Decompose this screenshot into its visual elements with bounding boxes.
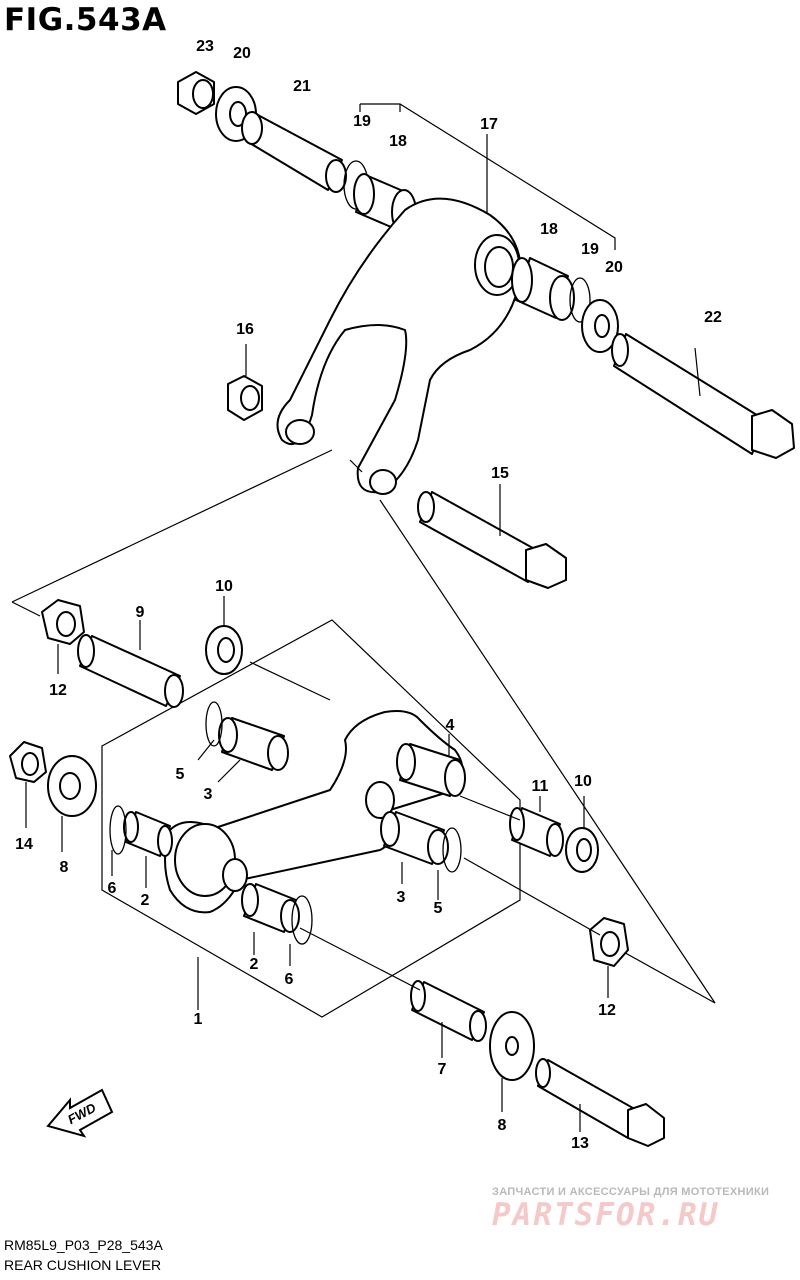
- cushion-lever-group: [9, 596, 665, 1147]
- needle-bearing-2-left: [123, 811, 173, 857]
- callout-2: 2: [141, 892, 150, 909]
- watermark-tagline: ЗАПЧАСТИ И АКСЕССУАРЫ ДЛЯ МОТОТЕХНИКИ: [492, 1186, 770, 1198]
- callout-17: 17: [480, 116, 498, 133]
- flange-nut-16: [227, 375, 263, 421]
- callout-7: 7: [438, 1061, 447, 1078]
- callout-11: 11: [532, 778, 549, 795]
- callout-18: 18: [389, 133, 407, 150]
- flange-nut-12-left: [41, 599, 85, 645]
- callout-10: 10: [215, 578, 233, 595]
- callout-20-b: 20: [605, 259, 623, 276]
- flange-nut-14: [9, 741, 47, 783]
- callout-9: 9: [136, 604, 145, 621]
- callout-8: 8: [60, 859, 69, 876]
- flange-nut-12-right: [589, 917, 629, 967]
- model-code: RM85L9_P03_P28_543A: [4, 1237, 163, 1253]
- circlip-5-lower: [442, 827, 462, 873]
- needle-bearing-4: [396, 743, 466, 797]
- needle-bearing-3-upper: [218, 717, 289, 771]
- bolt-13: [535, 1058, 665, 1147]
- callout-20: 20: [233, 45, 251, 62]
- callout-2-b: 2: [250, 956, 259, 973]
- needle-bearing-2-right: [241, 883, 300, 933]
- spacer-11: [509, 807, 564, 857]
- callout-1: 1: [194, 1011, 203, 1028]
- callout-10-b: 10: [574, 773, 592, 790]
- callout-23: 23: [196, 38, 214, 55]
- callout-19: 19: [353, 113, 371, 130]
- spacer-9: [77, 634, 184, 708]
- callout-6: 6: [108, 880, 117, 897]
- diagram-name: REAR CUSHION LEVER: [4, 1257, 162, 1273]
- needle-bearing-3-lower: [380, 811, 449, 865]
- callout-12: 12: [49, 682, 67, 699]
- needle-bearing-18-lower: [511, 257, 575, 321]
- callout-16: 16: [236, 321, 254, 338]
- forward-arrow-icon: FWD: [46, 1088, 114, 1138]
- callout-18-b: 18: [540, 221, 558, 238]
- dust-seal-10-upper: [205, 625, 243, 675]
- callout-12-b: 12: [598, 1002, 616, 1019]
- cushion-rod-17: [276, 197, 522, 495]
- callout-8-b: 8: [498, 1117, 507, 1134]
- washer-8-left: [47, 755, 97, 817]
- callout-19-b: 19: [581, 241, 599, 258]
- callout-15: 15: [491, 465, 509, 482]
- callout-13: 13: [571, 1135, 589, 1152]
- dust-seal-10-lower: [565, 827, 599, 873]
- callout-22: 22: [704, 309, 722, 326]
- callout-3-b: 3: [397, 889, 406, 906]
- callout-4: 4: [446, 717, 455, 734]
- spacer-7: [410, 980, 487, 1042]
- callout-5: 5: [176, 766, 185, 783]
- washer-20-lower: [581, 299, 619, 353]
- callout-numbers: 23 20 21 19 18 17 18 19 20 22 16 15 10 9…: [15, 38, 722, 1152]
- callout-5-b: 5: [434, 900, 443, 917]
- cushion-rod-group: [11, 71, 795, 1004]
- flange-nut-23: [177, 71, 215, 115]
- circlip-5-upper: [205, 701, 223, 747]
- bolt-15: [417, 491, 567, 589]
- washer-8-lower: [489, 1011, 535, 1081]
- watermark-logo: PARTSFOR.RU: [492, 1197, 720, 1233]
- cushion-lever-1: [164, 710, 464, 914]
- callout-21: 21: [293, 78, 311, 95]
- circlip-19-lower: [569, 277, 591, 323]
- spacer-21: [241, 111, 347, 193]
- circlip-6-right: [291, 895, 313, 945]
- callout-6-b: 6: [285, 971, 294, 988]
- callout-3: 3: [204, 786, 213, 803]
- callout-14: 14: [15, 836, 33, 853]
- circlip-6-left: [109, 805, 127, 855]
- figure-title: FIG.543A: [4, 2, 167, 38]
- bolt-22: [611, 333, 795, 459]
